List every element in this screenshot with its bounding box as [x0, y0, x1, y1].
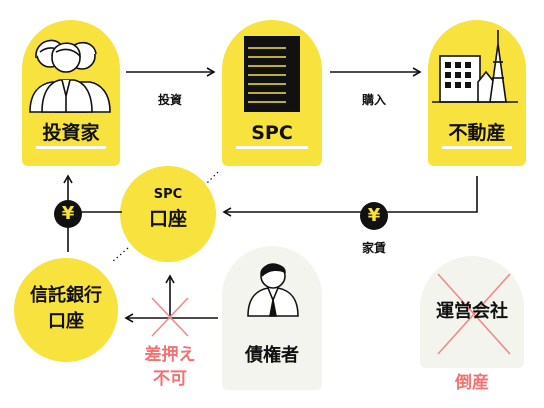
spc-account-label-bottom: 口座	[148, 208, 187, 230]
spc-underline	[236, 146, 308, 149]
businessman-icon	[247, 263, 299, 317]
building-icon	[244, 36, 300, 112]
spc-account-circle	[120, 166, 216, 262]
trust-account-label-bottom: 口座	[48, 311, 84, 332]
invest-edge-label: 投資	[157, 93, 182, 107]
bankruptcy-note: 倒産	[455, 373, 489, 393]
realestate-underline	[442, 146, 512, 149]
investor-underline	[36, 146, 106, 149]
bankruptcy-cross-icon	[437, 273, 511, 355]
rent-arrow	[222, 176, 478, 217]
dotted-connector-bottom	[111, 247, 129, 263]
trust-account-circle	[14, 258, 118, 362]
purchase-edge-label: 購入	[361, 93, 386, 107]
rent-edge-label: 家賃	[361, 241, 386, 255]
dotted-connector-top	[205, 171, 219, 185]
creditor-label: 債権者	[245, 345, 299, 366]
operator-label: 運営会社	[436, 301, 508, 322]
investor-people-icon	[29, 39, 111, 113]
seizure-cross-icon	[151, 297, 189, 337]
spc-account-label-top: SPC	[153, 187, 183, 202]
trust-account-label-top: 信託銀行	[30, 285, 102, 306]
yen-coin-icon	[54, 200, 82, 228]
yen-symbol: ¥	[61, 203, 75, 224]
investor-label: 投資家	[42, 122, 100, 144]
yen-coin-icon	[360, 202, 388, 230]
real-estate-city-icon	[432, 30, 518, 103]
no-seizure-note-line1: 差押え	[144, 345, 196, 365]
spc-label: SPC	[251, 122, 293, 144]
realestate-label: 不動産	[448, 122, 506, 144]
yen-symbol: ¥	[367, 205, 381, 226]
no-seizure-note-line2: 不可	[153, 369, 187, 389]
